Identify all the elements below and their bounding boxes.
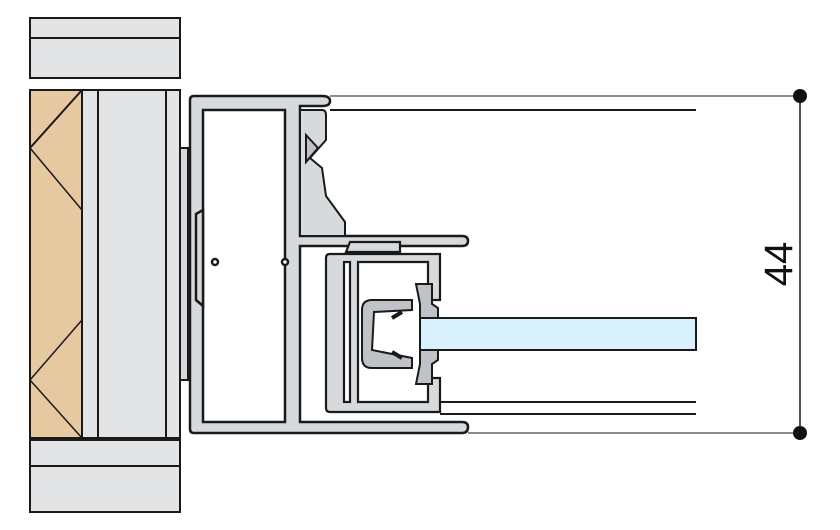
glass-pane — [419, 317, 697, 351]
dimension-endpoint-bottom — [793, 426, 807, 440]
wall-top-band — [29, 17, 181, 79]
glazing-gasket — [361, 283, 439, 385]
outer-frame-profile — [188, 94, 470, 435]
insulation-panel — [29, 89, 83, 439]
panel-lines — [330, 95, 800, 434]
dimension-44: 44 — [757, 89, 807, 440]
dimension-endpoint-top — [793, 89, 807, 103]
wall-layer-2 — [97, 89, 167, 439]
insulation-hatch — [29, 89, 83, 149]
wall-bottom-band — [29, 439, 181, 513]
wall-layer-3 — [165, 89, 181, 439]
sash-profile — [324, 240, 442, 414]
top-glazing-bead — [299, 109, 346, 237]
wall-block — [29, 17, 181, 513]
dimension-label: 44 — [757, 242, 801, 287]
wall-layer-1 — [81, 89, 99, 439]
